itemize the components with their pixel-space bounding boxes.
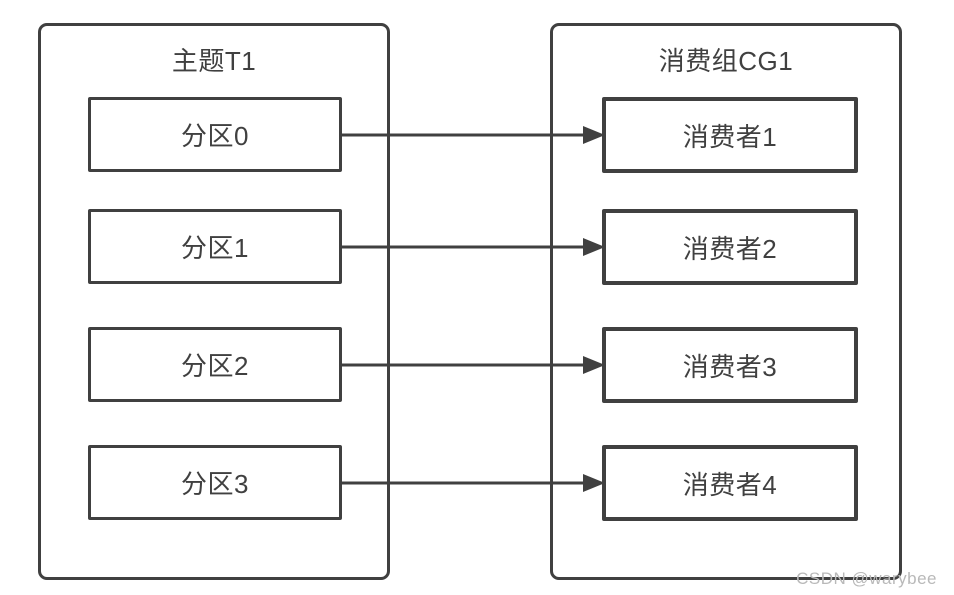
partition-label-0: 分区0 bbox=[181, 121, 249, 151]
consumer-box-1: 消费者1 bbox=[602, 97, 858, 173]
consumer-group-box: 消费组CG1 消费者1 消费者2 消费者3 消费者4 bbox=[550, 23, 902, 580]
partition-box-3: 分区3 bbox=[88, 445, 342, 520]
watermark-text: CSDN @warybee bbox=[796, 569, 937, 588]
consumer-box-4: 消费者4 bbox=[602, 445, 858, 521]
partition-box-0: 分区0 bbox=[88, 97, 342, 172]
partition-label-2: 分区2 bbox=[181, 351, 249, 381]
topic-group-title: 主题T1 bbox=[171, 46, 257, 76]
partition-label-1: 分区1 bbox=[181, 233, 249, 263]
partition-label-3: 分区3 bbox=[181, 469, 249, 499]
consumer-group-title: 消费组CG1 bbox=[658, 46, 794, 76]
consumer-label-2: 消费者2 bbox=[682, 233, 778, 264]
partition-box-2: 分区2 bbox=[88, 327, 342, 402]
consumer-box-2: 消费者2 bbox=[602, 209, 858, 285]
consumer-label-1: 消费者1 bbox=[682, 121, 778, 152]
topic-group-box: 主题T1 分区0 分区1 分区2 分区3 bbox=[38, 23, 390, 580]
consumer-label-4: 消费者4 bbox=[682, 469, 778, 500]
consumer-label-3: 消费者3 bbox=[682, 351, 778, 382]
consumer-box-3: 消费者3 bbox=[602, 327, 858, 403]
partition-box-1: 分区1 bbox=[88, 209, 342, 284]
